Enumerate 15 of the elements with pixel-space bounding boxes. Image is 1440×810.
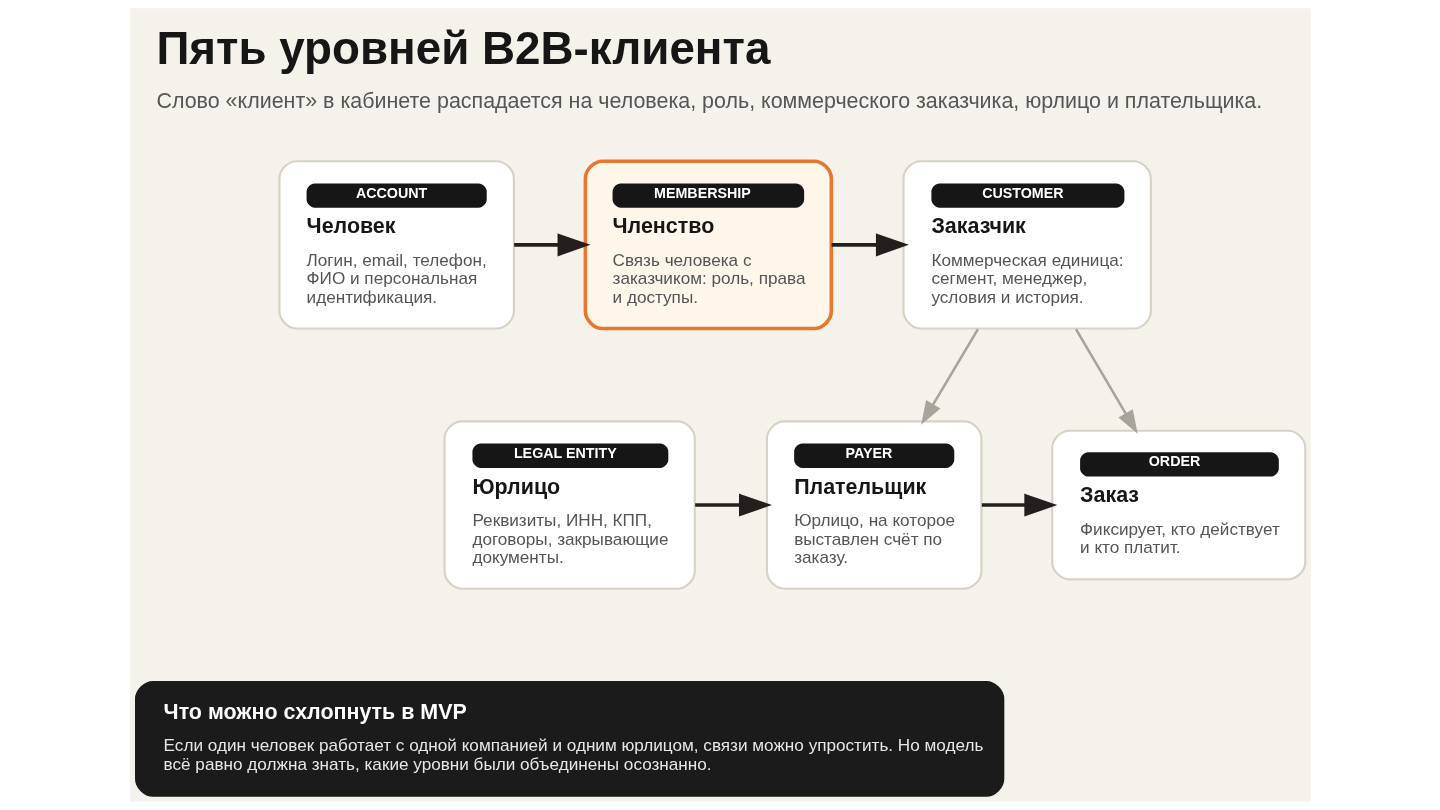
diagram-title: Пять уровней B2B-клиента (155, 23, 770, 75)
arrow (981, 493, 1057, 517)
node-box: ORDER Заказ Фиксирует, кто действует и кто платит. (1050, 429, 1306, 581)
arrow (920, 328, 979, 425)
caption: Слово «клиент» в кабинете распадается на человека, роль, коммерческого заказчика, юрлицо и плательщика. (155, 88, 1262, 113)
node-box: LEGAL ENTITY Юрлицо Реквизиты, ИНН, КПП, договоры, закрывающие документы. (443, 420, 696, 590)
node-box: CUSTOMER Заказчик Коммерческая единица: сегмент, менеджер, условия и история. (901, 160, 1152, 330)
node-box: ACCOUNT Человек Логин, email, телефон, ФИО и персональная идентификация. (277, 160, 515, 330)
arrow (513, 233, 590, 257)
arrow (1074, 328, 1138, 434)
arrow (831, 233, 909, 257)
node-box: MEMBERSHIP Членство Связь человека с заказчиком: роль, права и доступы. (583, 159, 833, 331)
arrow (694, 493, 772, 517)
node-box: Что можно схлопнуть в MVP Если один человек работает с одной компанией и одним юрлицом, связи можно упростить. Но модель всё равно должна знать, какие уровни были объединены осознанно. (134, 680, 1004, 797)
node-box: PAYER Плательщик Юрлицо, на которое выставлен счёт по заказу. (765, 420, 982, 590)
